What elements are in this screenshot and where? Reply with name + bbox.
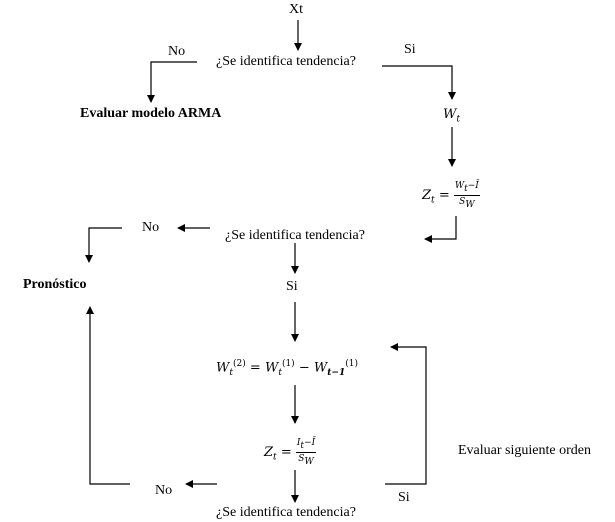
label-si-1: Si (404, 42, 416, 57)
question-1: ¿Se identifica tendencia? (216, 54, 356, 69)
label-evaluar-siguiente-orden: Evaluar siguiente orden (458, 443, 591, 458)
node-zt-formula-1: Zt = Wt−Ī SW (422, 181, 480, 210)
arrow-no3-to-pronostico (86, 306, 130, 485)
arrow-no-to-pronostico (85, 227, 122, 263)
label-si-2: Si (286, 279, 298, 294)
label-no-2: No (142, 220, 160, 235)
node-wt: Wt (443, 107, 460, 125)
node-zt-formula-2: Zt = It−Ī SW (264, 438, 317, 467)
arrow-zt-to-q2 (424, 216, 457, 243)
node-pronostico: Pronóstico (23, 277, 87, 292)
node-wt2-formula: Wt(2) = Wt(1) − Wt−1(1) (216, 359, 358, 378)
arrow-si3-loop-to-wt2 (385, 343, 427, 485)
arrow-q1-no-to-arma (147, 61, 197, 103)
label-si-3: Si (398, 490, 410, 505)
node-evaluar-arma: Evaluar modelo ARMA (80, 106, 222, 121)
label-no-1: No (168, 44, 186, 59)
start-node-xt: Xt (289, 2, 303, 17)
label-no-3: No (155, 483, 173, 498)
arrow-q1-si-to-wt (382, 65, 456, 100)
question-3: ¿Se identifica tendencia? (216, 505, 356, 520)
question-2: ¿Se identifica tendencia? (225, 228, 365, 243)
